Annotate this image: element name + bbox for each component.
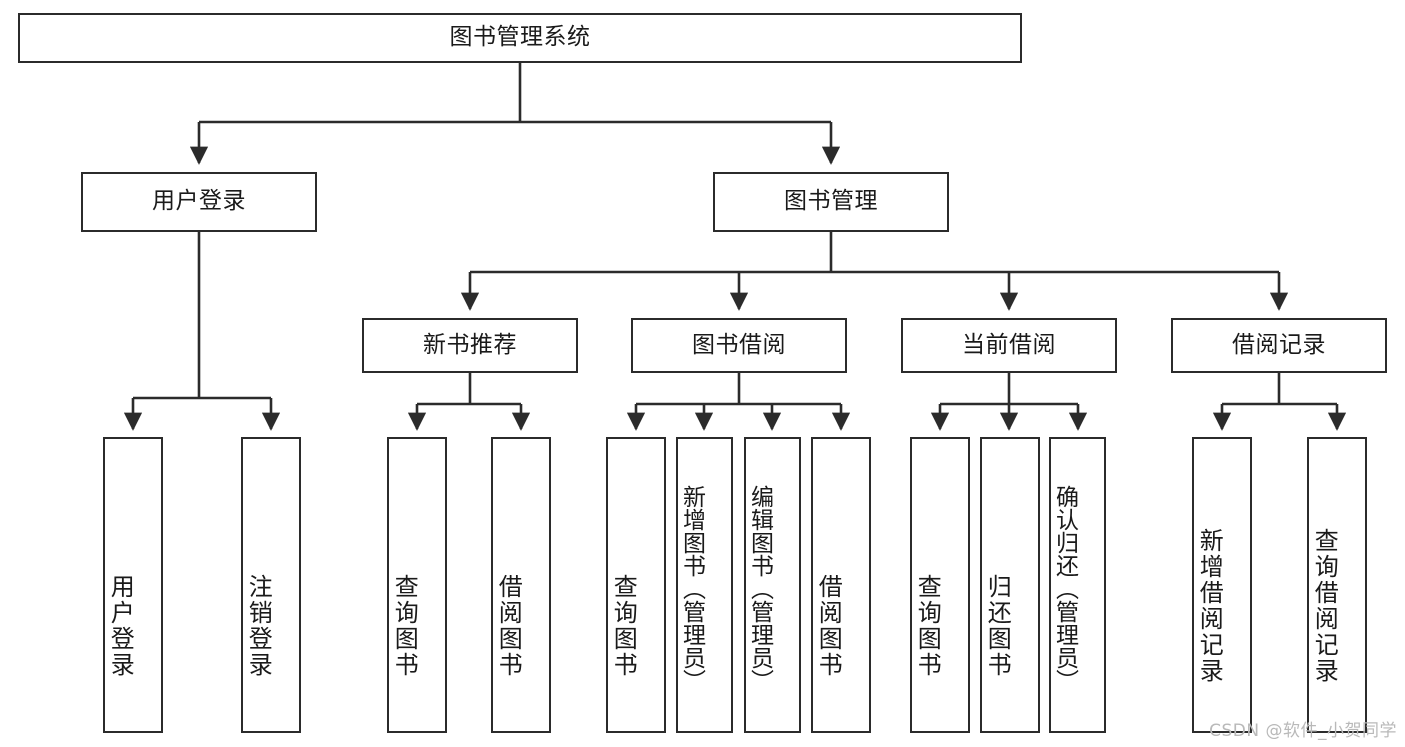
node-leaf-add-record[interactable]: 新增借阅记录 <box>1192 437 1252 733</box>
node-leaf-edit-book[interactable]: 编辑图书（管理员） <box>744 437 801 733</box>
node-current-borrow[interactable]: 当前借阅 <box>901 318 1117 373</box>
node-leaf-return-book-label: 归还图书 <box>983 574 1012 678</box>
node-leaf-borrow-book-2[interactable]: 借阅图书 <box>811 437 871 733</box>
node-leaf-logout-label: 注销登录 <box>244 574 273 678</box>
node-leaf-query-book-1-label: 查询图书 <box>390 574 419 678</box>
node-leaf-borrow-book-1-label: 借阅图书 <box>494 574 523 678</box>
node-leaf-query-record[interactable]: 查询借阅记录 <box>1307 437 1367 733</box>
node-leaf-edit-book-label: 编辑图书（管理员） <box>746 484 773 692</box>
node-root[interactable]: 图书管理系统 <box>18 13 1022 63</box>
node-leaf-add-book-label: 新增图书（管理员） <box>678 484 705 692</box>
node-leaf-user-login[interactable]: 用户登录 <box>103 437 163 733</box>
node-leaf-confirm-return[interactable]: 确认归还（管理员） <box>1049 437 1106 733</box>
node-leaf-query-book-2[interactable]: 查询图书 <box>606 437 666 733</box>
node-book-manage[interactable]: 图书管理 <box>713 172 949 232</box>
node-leaf-add-record-label: 新增借阅记录 <box>1195 528 1224 684</box>
node-leaf-query-book-1[interactable]: 查询图书 <box>387 437 447 733</box>
node-leaf-logout[interactable]: 注销登录 <box>241 437 301 733</box>
node-leaf-return-book[interactable]: 归还图书 <box>980 437 1040 733</box>
node-leaf-confirm-return-label: 确认归还（管理员） <box>1051 484 1078 692</box>
node-leaf-query-book-3-label: 查询图书 <box>913 574 942 678</box>
node-leaf-user-login-label: 用户登录 <box>106 574 135 678</box>
node-leaf-borrow-book-1[interactable]: 借阅图书 <box>491 437 551 733</box>
node-borrow-record[interactable]: 借阅记录 <box>1171 318 1387 373</box>
node-book-manage-label: 图书管理 <box>784 188 878 215</box>
node-leaf-borrow-book-2-label: 借阅图书 <box>814 574 843 678</box>
node-leaf-add-book[interactable]: 新增图书（管理员） <box>676 437 733 733</box>
node-root-label: 图书管理系统 <box>449 24 591 51</box>
node-new-book-recommend[interactable]: 新书推荐 <box>362 318 578 373</box>
node-new-book-recommend-label: 新书推荐 <box>423 331 517 358</box>
node-current-borrow-label: 当前借阅 <box>962 331 1056 358</box>
node-book-borrow-label: 图书借阅 <box>692 331 786 358</box>
node-user-login-label: 用户登录 <box>152 188 246 215</box>
node-leaf-query-record-label: 查询借阅记录 <box>1310 528 1339 684</box>
node-borrow-record-label: 借阅记录 <box>1232 331 1326 358</box>
node-book-borrow[interactable]: 图书借阅 <box>631 318 847 373</box>
csdn-watermark: CSDN @软件_小贺同学 <box>1209 721 1397 741</box>
node-leaf-query-book-3[interactable]: 查询图书 <box>910 437 970 733</box>
node-leaf-query-book-2-label: 查询图书 <box>609 574 638 678</box>
node-user-login[interactable]: 用户登录 <box>81 172 317 232</box>
